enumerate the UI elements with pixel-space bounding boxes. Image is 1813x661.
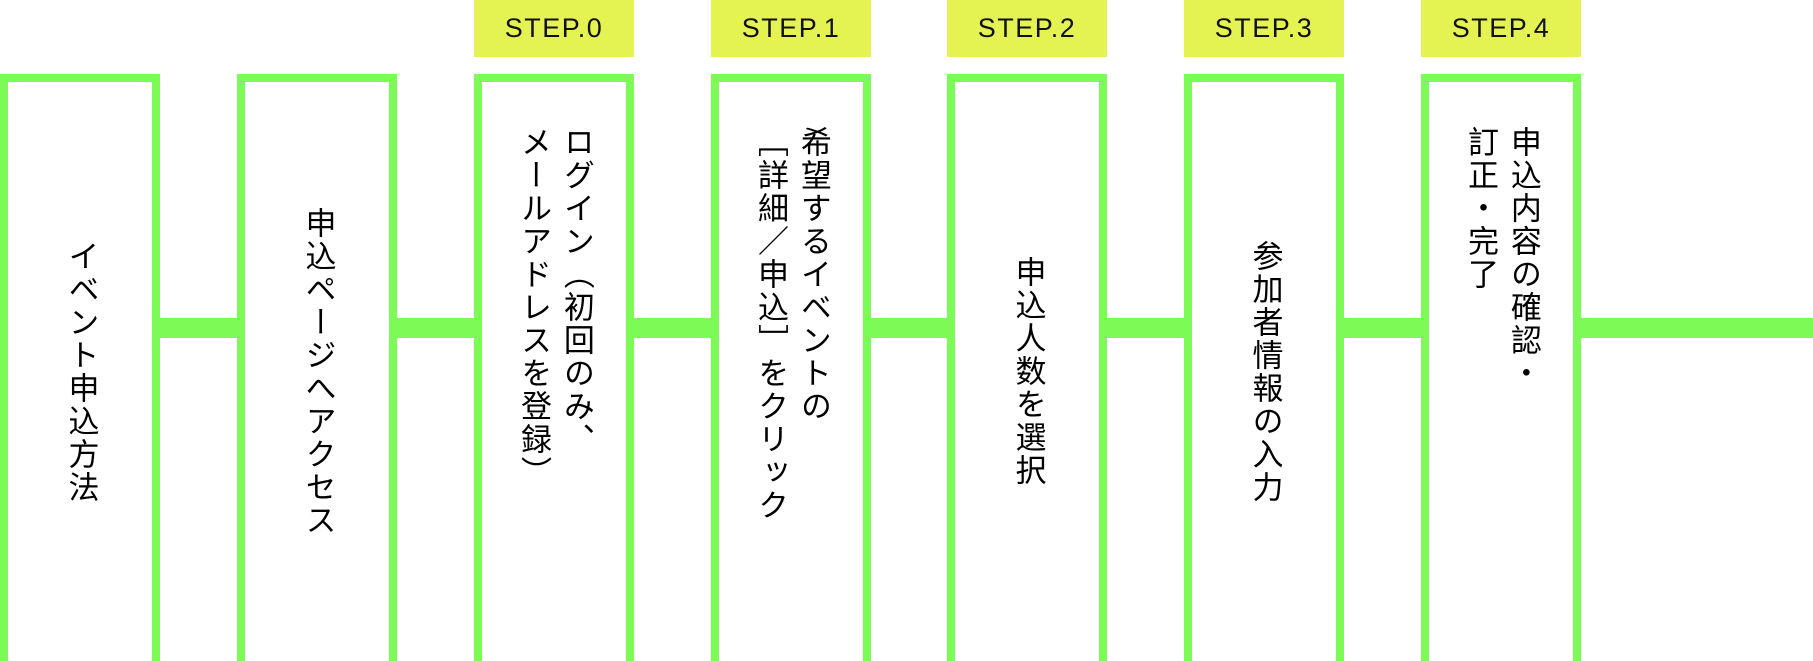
step-badge-1: STEP.1 xyxy=(711,0,871,57)
flow-box-label-intro-2: 申込ページへアクセス xyxy=(299,206,336,537)
flow-column-step-2: STEP.2 申込人数を選択 xyxy=(947,0,1107,661)
flow-box-intro-2: 申込ページへアクセス xyxy=(237,74,397,661)
step-badge-3: STEP.3 xyxy=(1184,0,1344,57)
flow-box-text-wrap: 申込ページへアクセス xyxy=(245,82,389,661)
flow-box-text-wrap: 希望するイベントの ［詳細／申込］をクリック xyxy=(719,82,863,661)
flow-box-label-step-0-line-1: ログイン（初回のみ、 xyxy=(557,126,594,456)
flow-box-step-3: 参加者情報の入力 xyxy=(1184,74,1344,661)
flow-box-text-wrap: イベント申込方法 xyxy=(8,82,152,661)
flow-box-text-wrap: 参加者情報の入力 xyxy=(1192,82,1336,661)
flow-box-label-step-4-line-2: 訂正・完了 xyxy=(1462,126,1498,291)
flow-column-step-0: STEP.0 ログイン（初回のみ、 メールアドレスを登録） xyxy=(474,0,634,661)
step-badge-0: STEP.0 xyxy=(474,0,634,57)
flow-column-step-3: STEP.3 参加者情報の入力 xyxy=(1184,0,1344,661)
flow-box-step-4: 申込内容の確認・ 訂正・完了 xyxy=(1421,74,1581,661)
flow-box-label-step-1-line-2: ［詳細／申込］をクリック xyxy=(752,126,788,522)
flow-box-label-step-1-line-1: 希望するイベントの xyxy=(794,126,831,423)
flow-box-label-step-3: 参加者情報の入力 xyxy=(1246,239,1283,504)
flow-box-text-wrap: 申込内容の確認・ 訂正・完了 xyxy=(1429,82,1573,661)
flow-box-step-1: 希望するイベントの ［詳細／申込］をクリック xyxy=(711,74,871,661)
step-badge-4: STEP.4 xyxy=(1421,0,1581,57)
flow-box-label-step-0-line-2: メールアドレスを登録） xyxy=(515,126,551,489)
flow-connector-bar xyxy=(0,318,1813,338)
flow-box-step-2: 申込人数を選択 xyxy=(947,74,1107,661)
flow-box-label-step-2: 申込人数を選択 xyxy=(1009,256,1046,487)
flow-column-step-1: STEP.1 希望するイベントの ［詳細／申込］をクリック xyxy=(711,0,871,661)
flow-box-label-step-4-line-1: 申込内容の確認・ xyxy=(1504,126,1541,390)
flow-column-intro-1: イベント申込方法 xyxy=(0,0,160,661)
flow-column-intro-2: 申込ページへアクセス xyxy=(237,0,397,661)
flow-box-intro-1: イベント申込方法 xyxy=(0,74,160,661)
flow-box-text-wrap: 申込人数を選択 xyxy=(955,82,1099,661)
step-badge-2: STEP.2 xyxy=(947,0,1107,57)
flow-column-step-4: STEP.4 申込内容の確認・ 訂正・完了 xyxy=(1421,0,1581,661)
flow-box-step-0: ログイン（初回のみ、 メールアドレスを登録） xyxy=(474,74,634,661)
flow-box-text-wrap: ログイン（初回のみ、 メールアドレスを登録） xyxy=(482,82,626,661)
flow-box-label-intro-1: イベント申込方法 xyxy=(62,239,99,504)
